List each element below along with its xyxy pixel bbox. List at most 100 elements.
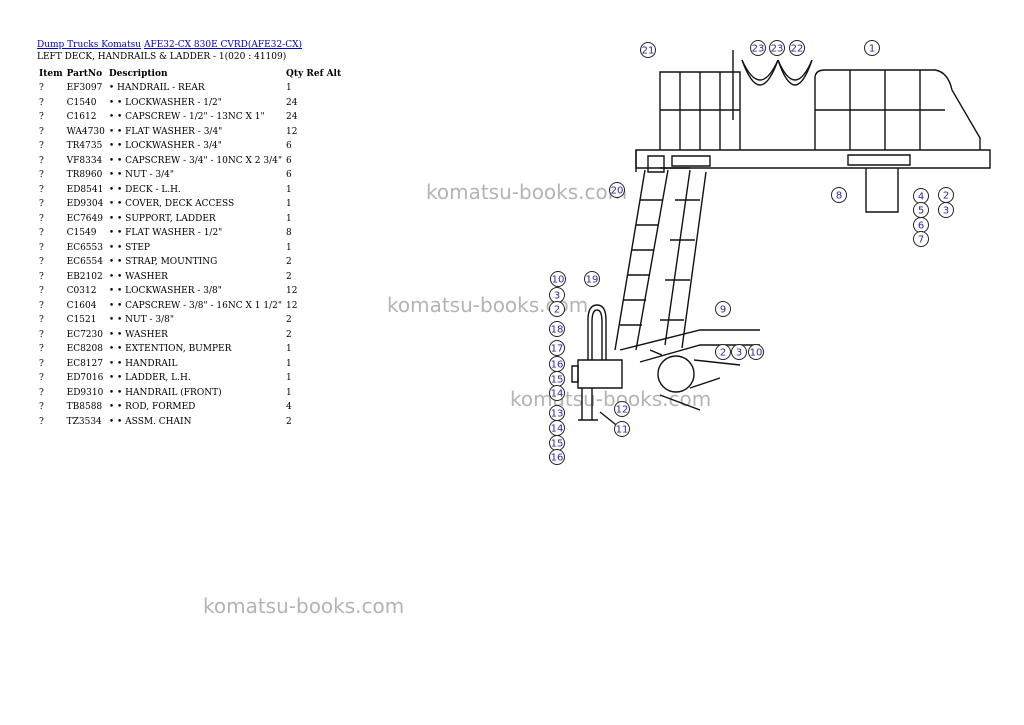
callout-circle	[549, 301, 565, 317]
row-partno: C1604	[66, 300, 97, 311]
callout-balloon: 11	[614, 421, 630, 437]
header-ref-label: Ref	[306, 69, 324, 79]
row-item: ?	[39, 126, 44, 137]
row-item: ?	[39, 155, 44, 166]
breadcrumb-link-dump-trucks[interactable]: Dump Trucks Komatsu	[37, 40, 142, 50]
row-description: • • CAPSCREW - 3/8" - 16NC X 1 1/2"	[108, 300, 282, 311]
callout-circle	[789, 40, 805, 56]
callout-balloon: 15	[549, 435, 565, 451]
row-description: • • LADDER, L.H.	[108, 373, 191, 384]
callout-circle	[549, 449, 565, 465]
row-description: • • SUPPORT, LADDER	[108, 213, 216, 224]
row-item: ?	[39, 184, 44, 195]
row-description: • • WASHER	[108, 271, 168, 282]
callout-balloon: 3	[549, 287, 565, 303]
row-partno: EC7230	[66, 329, 103, 340]
row-item: ?	[39, 286, 44, 297]
row-description: • • STEP	[108, 242, 150, 253]
row-qty: 6	[285, 170, 292, 181]
table-row: ?VF8334• • CAPSCREW - 3/4" - 10NC X 2 3/…	[37, 154, 343, 169]
callout-balloon: 8	[831, 187, 847, 203]
table-row: ?TR8960• • NUT - 3/4"6	[37, 168, 343, 183]
row-qty: 24	[285, 112, 298, 123]
table-row: ?TR4735• • LOCKWASHER - 3/4"6	[37, 139, 343, 154]
header-description: Description	[108, 69, 168, 79]
callout-circle	[550, 271, 566, 287]
table-row: ?ED8541• • DECK - L.H.1	[37, 183, 343, 198]
row-partno: ED7016	[66, 373, 104, 384]
row-qty: 12	[285, 286, 298, 297]
row-qty: 24	[285, 97, 298, 108]
row-qty: 1	[285, 83, 292, 94]
callout-balloon: 4	[913, 188, 929, 204]
row-partno: VF8334	[66, 155, 103, 166]
row-description: • • ASSM. CHAIN	[108, 416, 192, 427]
callout-number: 20	[611, 186, 624, 197]
callout-balloon: 7	[913, 231, 929, 247]
row-item: ?	[39, 329, 44, 340]
callout-balloon: 18	[549, 321, 565, 337]
header-partno: PartNo	[66, 69, 103, 79]
callout-balloon: 22	[789, 40, 805, 56]
row-partno: ED9310	[66, 387, 104, 398]
callout-number: 2	[554, 305, 560, 316]
row-item: ?	[39, 387, 44, 398]
callout-number: 15	[551, 439, 564, 450]
row-item: ?	[39, 402, 44, 413]
callout-circle	[913, 231, 929, 247]
callout-number: 18	[551, 325, 564, 336]
row-partno: EB2102	[66, 271, 103, 282]
callout-number: 23	[771, 44, 784, 55]
row-qty: 2	[285, 315, 292, 326]
row-qty: 1	[285, 213, 292, 224]
callout-number: 12	[616, 405, 629, 416]
row-partno: ED9304	[66, 199, 104, 210]
callout-balloon: 2	[715, 344, 731, 360]
table-row: ?ED9310• • HANDRAIL (FRONT)1	[37, 386, 343, 401]
row-description: • • DECK - L.H.	[108, 184, 181, 195]
row-qty: 2	[285, 257, 292, 268]
row-description: • • LOCKWASHER - 1/2"	[108, 97, 222, 108]
row-partno: C1612	[66, 112, 97, 123]
callout-number: 8	[836, 191, 842, 202]
callout-number: 10	[750, 348, 763, 359]
callout-circle	[640, 42, 656, 58]
row-item: ?	[39, 358, 44, 369]
row-item: ?	[39, 257, 44, 268]
row-partno: EF3097	[66, 83, 103, 94]
row-item: ?	[39, 83, 44, 94]
table-row: ?ED7016• • LADDER, L.H.1	[37, 371, 343, 386]
row-description: • • ROD, FORMED	[108, 402, 196, 413]
callout-balloon: 13	[549, 405, 565, 421]
callout-number: 2	[720, 348, 726, 359]
row-partno: WA4730	[66, 126, 105, 137]
row-partno: EC8208	[66, 344, 103, 355]
callout-number: 9	[720, 305, 726, 316]
callout-number: 3	[943, 206, 949, 217]
row-item: ?	[39, 112, 44, 123]
row-item: ?	[39, 213, 44, 224]
row-description: • • LOCKWASHER - 3/4"	[108, 141, 222, 152]
callout-circle	[831, 187, 847, 203]
header-qty: Qty Ref Alt	[284, 67, 343, 81]
callout-balloon: 16	[549, 449, 565, 465]
table-row: ?WA4730• • FLAT WASHER - 3/4"12	[37, 125, 343, 140]
callout-balloon: 10	[550, 271, 566, 287]
row-item: ?	[39, 416, 44, 427]
table-row: ? C1612 • • CAPSCREW - 1/2" - 13NC X 1" 24	[37, 110, 343, 125]
watermark-text: komatsu-books.com	[203, 594, 405, 618]
row-qty: 2	[285, 271, 292, 282]
row-qty: 1	[285, 199, 292, 210]
row-qty: 4	[285, 402, 292, 413]
breadcrumb-link-model[interactable]: AFE32-CX 830E CVRD(AFE32-CX)	[143, 40, 303, 50]
callout-number: 16	[551, 360, 564, 371]
callout-number: 19	[586, 275, 599, 286]
row-description: • • CAPSCREW - 1/2" - 13NC X 1"	[108, 112, 265, 123]
row-qty: 1	[285, 373, 292, 384]
callout-number: 5	[918, 206, 924, 217]
